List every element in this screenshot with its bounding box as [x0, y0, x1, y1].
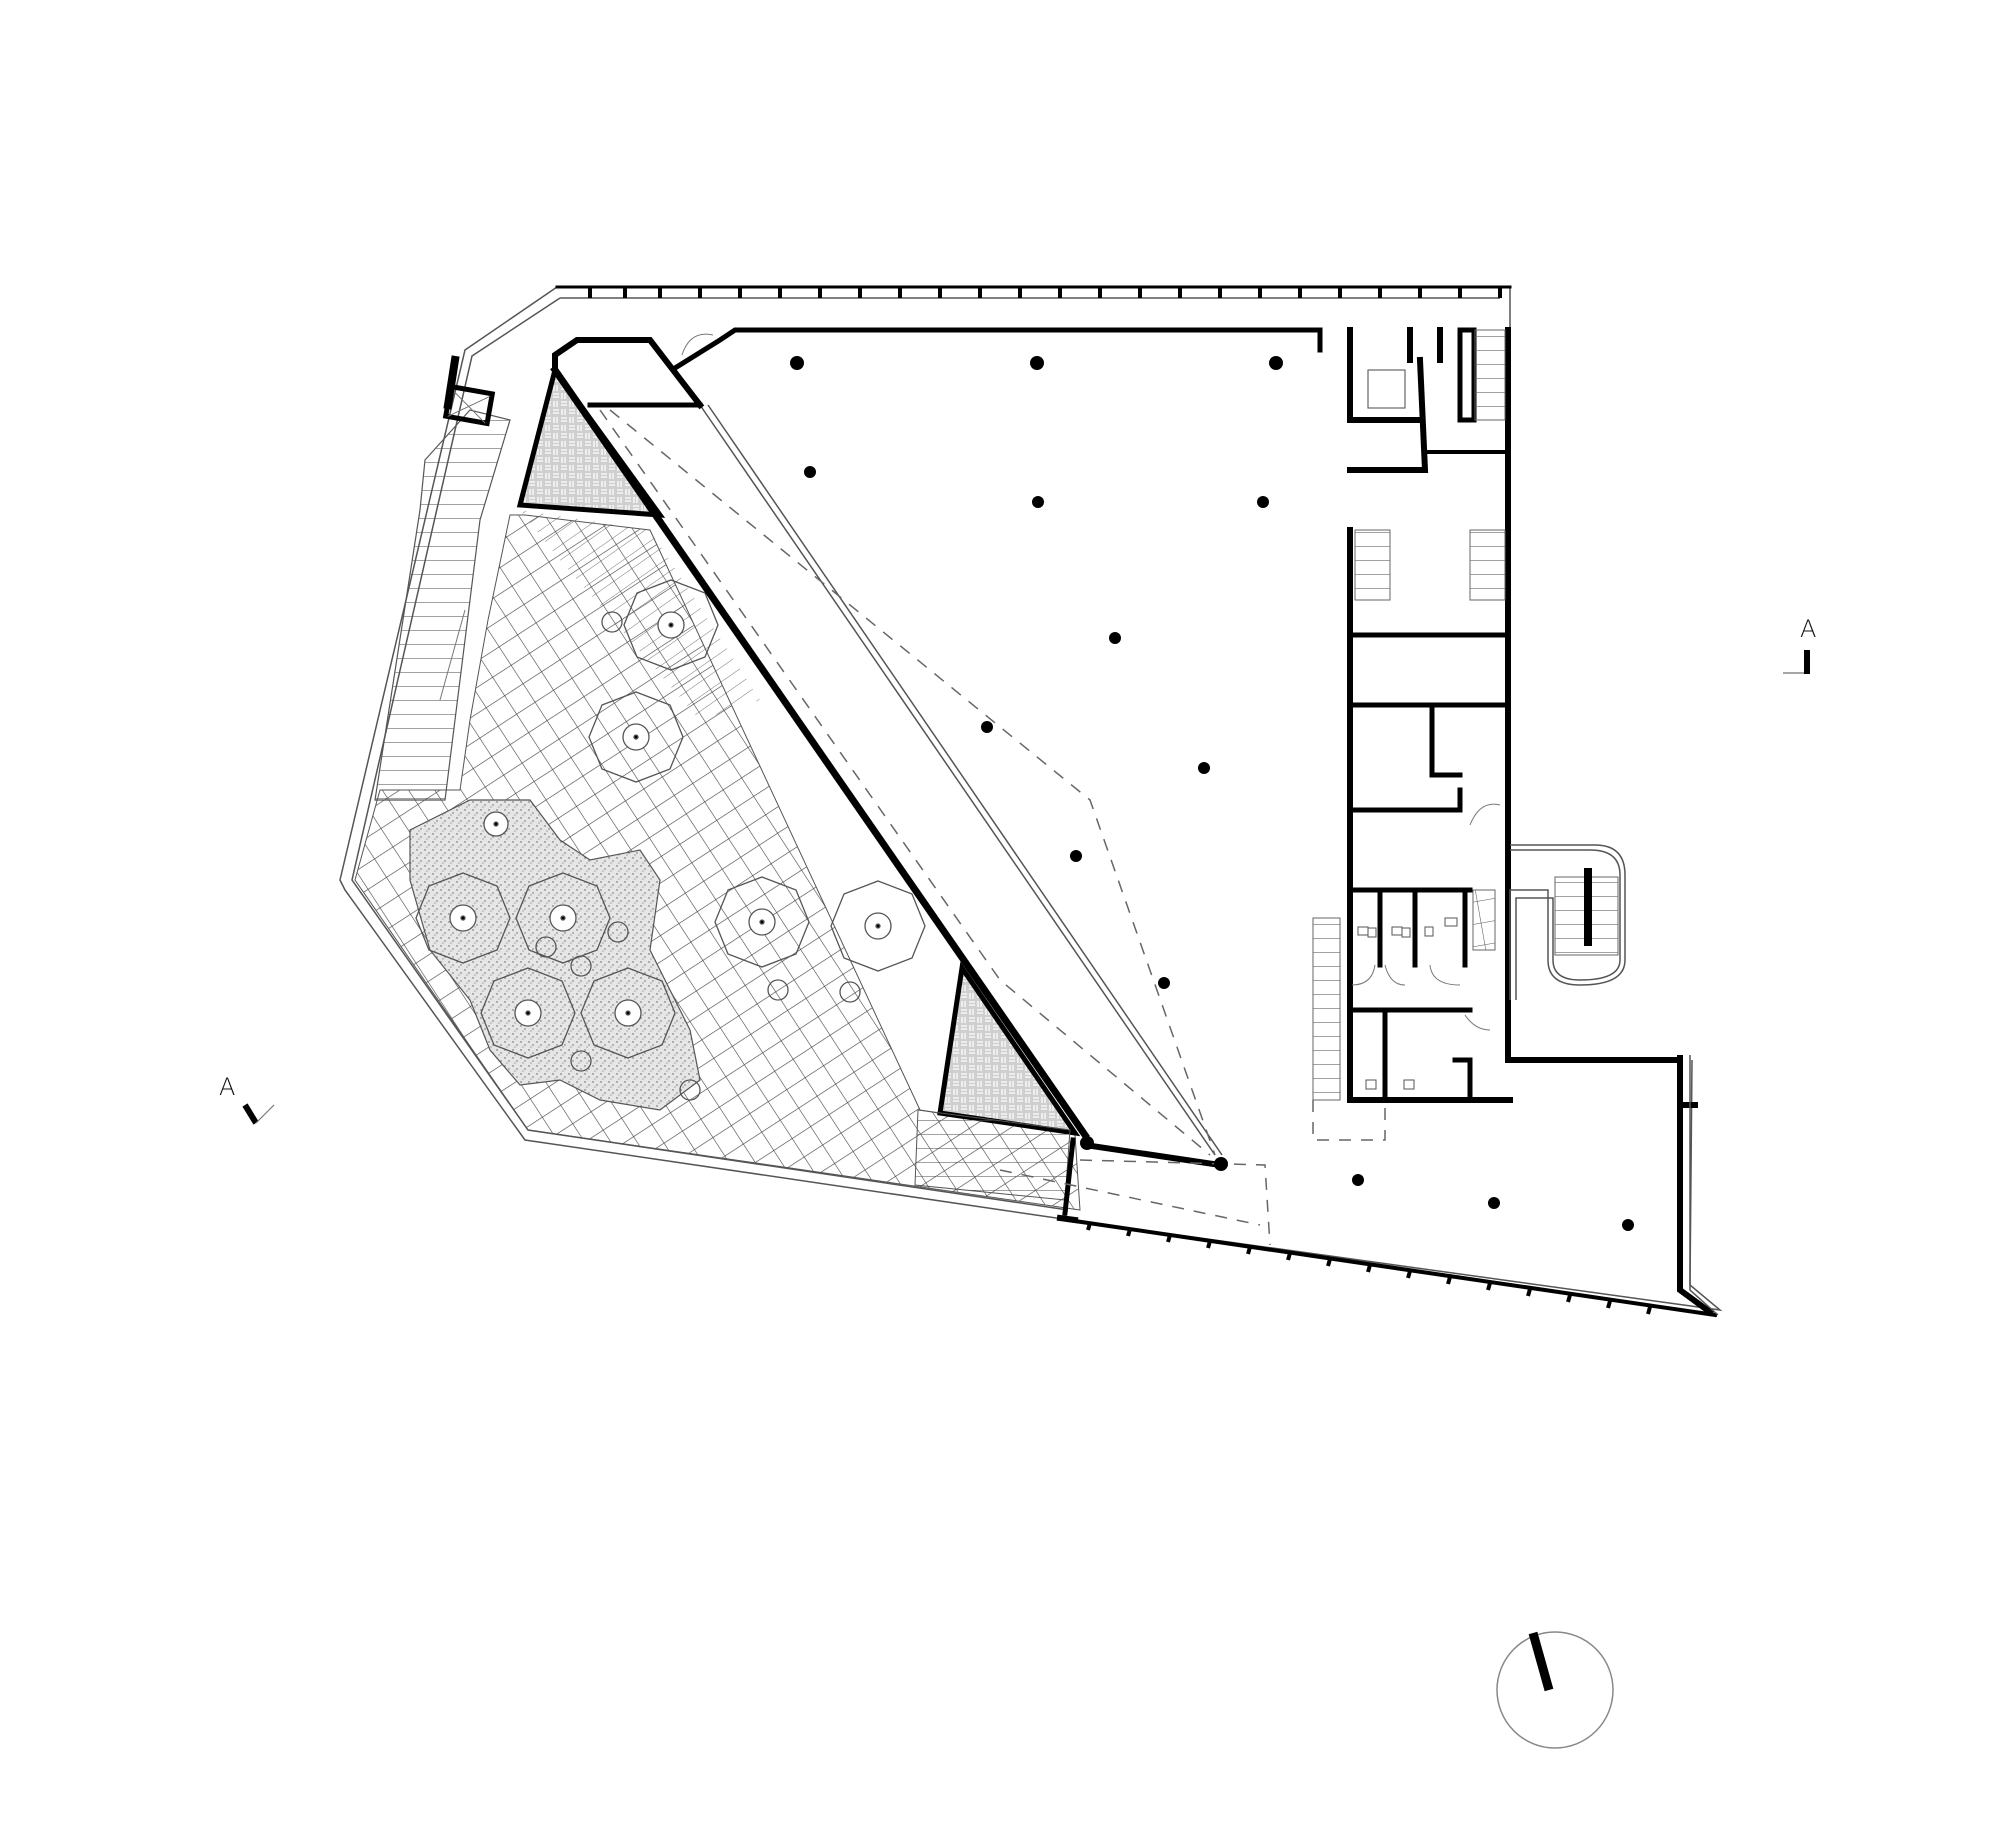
tree-icon	[714, 876, 810, 968]
ramp	[550, 365, 1224, 1169]
north-arrow-icon	[1496, 1631, 1614, 1749]
tree-icon	[830, 880, 926, 972]
south-steps	[914, 1109, 1271, 1246]
tree-icon	[588, 691, 684, 783]
section-label-east: A	[1800, 615, 1817, 643]
tree-icon	[623, 579, 719, 671]
section-label-west: A	[219, 1073, 236, 1101]
section-marker-west	[242, 1103, 275, 1125]
entry-walls	[552, 327, 1323, 410]
facade-mullions	[588, 287, 1652, 1315]
east-wall	[1677, 1055, 1715, 1317]
structural-columns	[790, 356, 1634, 1231]
east-glazing	[1689, 1055, 1719, 1316]
tree-icon	[580, 967, 676, 1059]
east-stair	[1509, 844, 1626, 1000]
planting-bed	[409, 799, 701, 1111]
west-stair	[374, 355, 511, 801]
planter-south	[937, 961, 1081, 1137]
tree-icon	[480, 967, 576, 1059]
tree-icon	[415, 872, 511, 964]
service-core	[1312, 327, 1698, 1141]
trees	[415, 579, 926, 1101]
tree-icon	[483, 811, 509, 837]
tree-icon	[515, 872, 611, 964]
section-marker-east	[1783, 650, 1810, 674]
courtyard-diagonal-paving	[520, 510, 760, 720]
toilet-fixtures	[1357, 917, 1458, 1090]
